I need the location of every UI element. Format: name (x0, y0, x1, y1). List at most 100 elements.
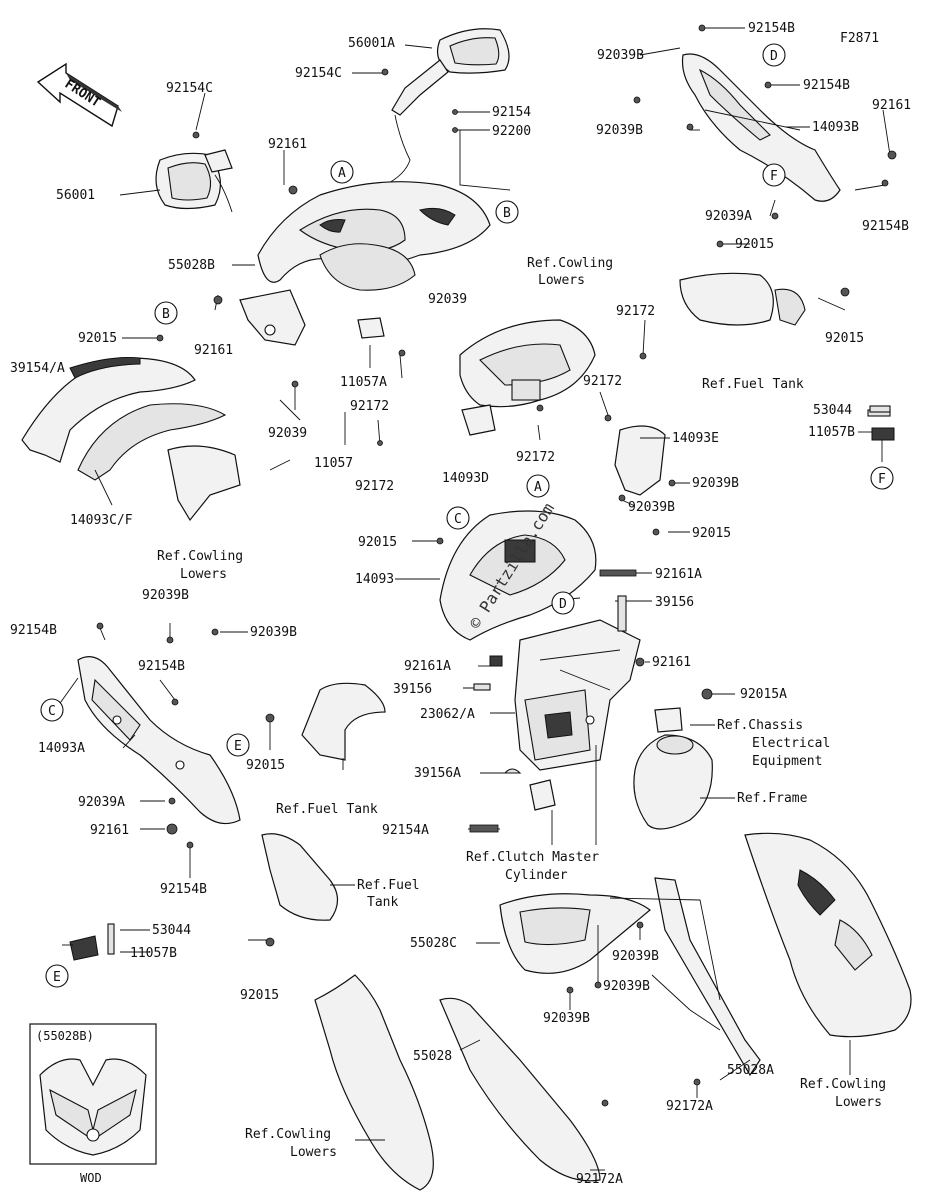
part-labels: 56001A 92154C 92154C 56001 92161 92154 9… (10, 21, 911, 1187)
label-53044-2: 53044 (152, 923, 191, 938)
label-92154B-5: 92154B (138, 659, 185, 674)
label-92172-a: 92172 (350, 399, 389, 414)
ref-clutch-line1: Ref.Clutch Master (466, 850, 599, 865)
label-92039B-5: 92039B (142, 588, 189, 603)
label-39156-2: 39156 (393, 682, 432, 697)
label-92172A-1: 92172A (666, 1099, 713, 1114)
callout-circles: A B B D F F A C D C E E (40, 43, 894, 988)
ref-fuel-tank-low-line1: Ref.Fuel (357, 878, 420, 893)
label-92154B-1: 92154B (748, 21, 795, 36)
label-55028A: 55028A (727, 1063, 774, 1078)
bracket-11057A (357, 317, 385, 339)
side-cover-39154A (21, 356, 196, 463)
callout-a-mid: A (534, 480, 542, 495)
bracket-11057B-top (867, 409, 895, 441)
label-92172A-2: 92172A (576, 1172, 623, 1187)
label-92154C-top: 92154C (295, 66, 342, 81)
ref-cowling-top-line1: Ref.Cowling (527, 256, 613, 271)
side-cover-55028A (654, 877, 761, 1077)
label-92039A-2: 92039A (78, 795, 125, 810)
label-55028B: 55028B (168, 258, 215, 273)
callout-e-bottom: E (53, 970, 61, 985)
ref-cowling-bl-line2: Lowers (290, 1145, 337, 1160)
label-92039B-4: 92039B (628, 500, 675, 515)
label-11057B-1: 11057B (808, 425, 855, 440)
label-14093D: 14093D (442, 471, 489, 486)
label-14093B: 14093B (812, 120, 859, 135)
label-14093E: 14093E (672, 431, 719, 446)
fuel-tank-cover-lower (261, 833, 339, 921)
reference-labels: Ref.Cowling Lowers Ref.Cowling Lowers Re… (157, 256, 886, 1160)
label-92039-b: 92039 (268, 426, 307, 441)
inset-box (29, 1023, 157, 1165)
callout-c-left: C (48, 704, 56, 719)
ref-chassis-line2: Electrical (752, 736, 830, 751)
label-92015-c: 92015 (735, 237, 774, 252)
cowling-lowers-left (314, 974, 434, 1191)
label-11057A: 11057A (340, 375, 387, 390)
inner-duct (319, 243, 416, 291)
callout-d-mid: D (559, 597, 567, 612)
bracket-14093E (614, 425, 666, 496)
label-92039A-1: 92039A (705, 209, 752, 224)
inner-panel-14093 (439, 510, 597, 641)
label-92161A-2: 92161A (404, 659, 451, 674)
label-92154B-4: 92154B (10, 623, 57, 638)
tank-cover-right (679, 272, 806, 326)
label-92154B-6: 92154B (160, 882, 207, 897)
front-arrow: FRONT (36, 62, 122, 128)
upper-cowling (257, 181, 491, 283)
label-92172-c: 92172 (616, 304, 655, 319)
ref-cowling-br-line1: Ref.Cowling (800, 1077, 886, 1092)
label-92039B-8: 92039B (603, 979, 650, 994)
callout-c-mid: C (454, 512, 462, 527)
headlight-bracket-55028B (239, 289, 306, 346)
label-14093: 14093 (355, 572, 394, 587)
label-39156A: 39156A (414, 766, 461, 781)
side-cover-55028 (439, 997, 601, 1182)
clutch-bracket (529, 779, 556, 811)
leader-lines (57, 27, 891, 1171)
label-92172-d: 92172 (583, 374, 622, 389)
label-92015-g: 92015 (246, 758, 285, 773)
label-92039B-7: 92039B (612, 949, 659, 964)
callout-f-top: F (770, 169, 778, 184)
callout-f-right: F (878, 472, 886, 487)
ref-clutch-line2: Cylinder (505, 868, 568, 883)
label-92015-f: 92015 (358, 535, 397, 550)
inset-caption: WOD (80, 1171, 102, 1185)
label-92039B-3: 92039B (692, 476, 739, 491)
callout-d-top: D (770, 49, 778, 64)
label-92015-h: 92015 (240, 988, 279, 1003)
label-92039B-2: 92039B (596, 123, 643, 138)
label-92015-d: 92015 (825, 331, 864, 346)
ref-fuel-tank-top: Ref.Fuel Tank (702, 377, 804, 392)
fasteners (96, 24, 897, 1107)
label-92039B-1: 92039B (597, 48, 644, 63)
small-part-lowers-left (167, 445, 241, 522)
fuel-tank-cover-left (301, 682, 386, 761)
label-92161-b: 92161 (194, 343, 233, 358)
mirror-right (391, 28, 510, 116)
label-11057: 11057 (314, 456, 353, 471)
label-14093CF: 14093C/F (70, 513, 133, 528)
label-92161-a: 92161 (268, 137, 307, 152)
side-cover-14093B (681, 53, 841, 202)
cowling-lowers-right (744, 832, 912, 1038)
label-92015A: 92015A (740, 687, 787, 702)
label-92154B-3: 92154B (862, 219, 909, 234)
label-11057B-2: 11057B (130, 946, 177, 961)
figure-code: F2871 (840, 31, 879, 46)
label-92039B-9: 92039B (543, 1011, 590, 1026)
ref-frame: Ref.Frame (737, 791, 808, 806)
label-92200: 92200 (492, 124, 531, 139)
meter-bracket-14093D (459, 319, 596, 436)
ref-cowling-left-line2: Lowers (180, 567, 227, 582)
label-55028C: 55028C (410, 936, 457, 951)
label-92015-b: 92015 (78, 331, 117, 346)
label-92172-e: 92172 (516, 450, 555, 465)
ref-chassis-line1: Ref.Chassis (717, 718, 803, 733)
stay-23062A (514, 619, 641, 771)
